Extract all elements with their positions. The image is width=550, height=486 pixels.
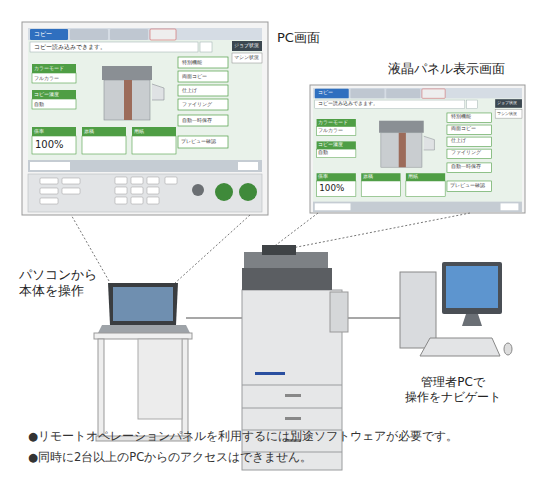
monitor-stand	[462, 314, 482, 326]
field-value: 自動	[318, 151, 328, 156]
key	[40, 188, 58, 194]
desk-leg	[98, 339, 104, 437]
ratio-value: 100%	[319, 184, 344, 193]
key	[131, 177, 143, 184]
pc-screen: PC画面	[22, 22, 268, 215]
node-label: PC画面	[277, 30, 339, 46]
copier-body	[242, 290, 342, 470]
node-label: 管理者PCで 操作をナビゲート	[398, 375, 508, 405]
field-value: 自動	[34, 102, 44, 107]
copier-output	[242, 268, 332, 290]
button-label: カラーモード	[34, 66, 64, 71]
key	[131, 187, 143, 194]
network-cable	[342, 317, 400, 319]
keypad-panel	[28, 174, 262, 212]
lcd-frame	[310, 85, 525, 213]
pc-window-frame	[22, 22, 268, 215]
desk-cabinet	[138, 339, 182, 419]
note-text: ●同時に2台以上のPCからのアクセスはできません。	[28, 452, 312, 464]
button-label: プレビュー確認	[181, 139, 216, 144]
keypad	[40, 177, 177, 204]
node-label: 液晶パネル表示画面	[388, 61, 524, 77]
drawer-handle	[285, 417, 301, 420]
status-label: ジョブ状況	[497, 101, 517, 105]
button-label: 倍率	[318, 175, 328, 180]
button-label: 特別機能	[182, 60, 202, 65]
key	[115, 177, 127, 184]
button-label: 両面コピー	[451, 127, 476, 132]
button-label: 用紙	[408, 175, 418, 180]
field-value: フルカラー	[318, 129, 343, 134]
zoom-connector	[71, 215, 109, 281]
button-label: 仕上げ	[182, 88, 197, 93]
button-label: ファイリング	[451, 151, 481, 156]
key	[62, 178, 80, 184]
button-label: ファイリング	[182, 102, 212, 107]
key	[40, 198, 58, 204]
copier-tray	[330, 292, 348, 332]
node-label: パソコンから 本体を操作	[19, 267, 99, 298]
copier-panel	[262, 245, 296, 255]
button-label: 原稿	[84, 129, 94, 134]
status-message: コピー読み込みできます。	[34, 45, 106, 51]
button-label: 特別機能	[451, 115, 471, 120]
desk-leg	[182, 339, 188, 437]
mouse	[504, 343, 512, 355]
status-message: コピー読み込みできます。	[318, 102, 378, 107]
keyboard	[420, 338, 500, 356]
tab-label: コピー	[34, 32, 52, 38]
button-label: プレビュー確認	[450, 184, 485, 189]
key	[40, 178, 58, 184]
laptop-base	[98, 325, 190, 333]
monitor	[442, 262, 502, 314]
key	[115, 187, 127, 194]
button-label: コピー濃度	[318, 143, 343, 148]
ratio-value: 100%	[35, 140, 64, 150]
key	[147, 197, 159, 204]
pc-screen-ui	[28, 28, 262, 172]
laptop-lid	[108, 283, 178, 325]
laptop-pc: パソコンから 本体を操作	[98, 281, 190, 336]
button-label: 自動一時保存	[451, 165, 481, 170]
button-label: 倍率	[34, 129, 44, 134]
button-label: 自動一時保存	[182, 118, 212, 123]
monitor-screen	[446, 266, 498, 308]
button-label: 仕上げ	[451, 139, 466, 144]
key	[62, 188, 80, 194]
status-label: ジョブ状況	[234, 44, 259, 49]
desk-top	[94, 333, 192, 339]
button-label: 両面コピー	[182, 74, 207, 79]
start-button	[215, 183, 233, 201]
network-cable	[186, 317, 242, 319]
tab-label: コピー	[318, 91, 333, 96]
key	[147, 187, 159, 194]
note-text: ●リモートオペレーションパネルを利用するには別途ソフトウェアが必要です。	[28, 431, 458, 443]
lcd-screen-ui	[313, 88, 522, 212]
pc-tower	[400, 272, 436, 348]
admin-pc: 管理者PCで 操作をナビゲート	[398, 258, 503, 363]
key	[131, 197, 143, 204]
key	[165, 177, 177, 184]
copier-logo-strip	[255, 372, 285, 375]
stop-button	[192, 184, 204, 196]
button-label: 原稿	[363, 175, 373, 180]
field-value: フルカラー	[34, 76, 59, 81]
key	[147, 177, 159, 184]
button-label: カラーモード	[318, 121, 348, 126]
button-label: 用紙	[134, 129, 144, 134]
status-label: マシン状況	[234, 56, 259, 61]
start-button	[239, 183, 257, 201]
zoom-line	[292, 213, 470, 248]
copier-drawer	[242, 385, 342, 386]
zoom-line	[175, 215, 250, 283]
drawer-handle	[285, 394, 301, 397]
zoom-line	[272, 213, 318, 248]
copier-drawer	[242, 408, 342, 409]
button-label: コピー濃度	[34, 92, 59, 97]
key	[115, 197, 127, 204]
status-label: マシン状況	[497, 112, 517, 116]
laptop-screen	[113, 287, 173, 321]
